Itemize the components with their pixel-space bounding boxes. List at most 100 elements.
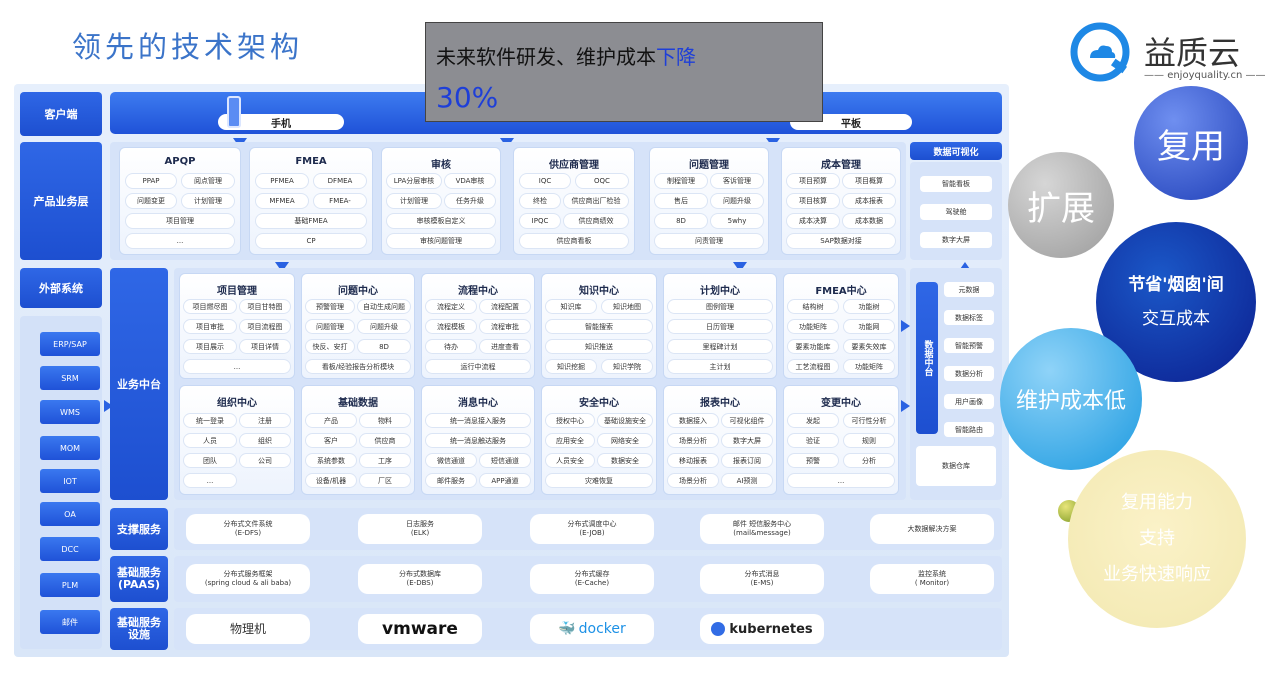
module-item: 审核问题管理 <box>387 234 495 248</box>
module-item: 统一登录 <box>184 414 236 427</box>
module-title: 问题中心 <box>338 286 378 297</box>
module-item: 知识学院 <box>602 360 652 373</box>
module-item: IPQC <box>520 214 560 228</box>
module-item: 8D <box>358 340 410 353</box>
arrow-right-icon <box>104 400 113 412</box>
paas-service: 分布式服务框架(spring cloud & ali baba) <box>186 564 310 594</box>
module-item: 邮件服务 <box>426 474 476 487</box>
module-item: 主计划 <box>668 360 772 373</box>
module-item: 人员 <box>184 434 236 447</box>
module-title: 审核 <box>431 160 451 171</box>
data-middle-title: 数据中台 <box>916 282 938 434</box>
visualization-item: 驾驶舱 <box>920 204 992 220</box>
module-item: 成本决算 <box>787 214 839 228</box>
layer-middle: 业务中台 <box>110 268 168 500</box>
infra-docker: 🐳docker <box>530 614 654 644</box>
module-item: 供应商出厂检验 <box>564 194 628 208</box>
module-item: 图例管理 <box>668 300 772 313</box>
callout-percentage: 30% <box>436 81 499 114</box>
module-item: 应用安全 <box>546 434 594 447</box>
module-item: 5why <box>711 214 763 228</box>
paas-service: 分布式数据库(E-DBS) <box>358 564 482 594</box>
module-item: 授权中心 <box>546 414 594 427</box>
module-item: 数字大屏 <box>722 434 772 447</box>
external-system: IOT <box>40 469 100 493</box>
module-item: 短信通道 <box>480 454 530 467</box>
product-module-supplier: 供应商管理 IQC OQC 终检 供应商出厂检验 IPQC 供应商绩效 供应商看… <box>514 148 634 254</box>
visualization-item: 智能看板 <box>920 176 992 192</box>
module-item: IQC <box>520 174 570 188</box>
data-middle-item: 智能路由 <box>944 422 994 437</box>
data-middle-item: 数据标签 <box>944 310 994 325</box>
external-system: OA <box>40 502 100 526</box>
brand-domain: —— enjoyquality.cn —— <box>1144 70 1266 81</box>
module-title: FMEA <box>295 156 327 167</box>
bubble-capability: 复用能力 支持 业务快速响应 <box>1068 450 1246 628</box>
module-title: 安全中心 <box>579 398 619 409</box>
module-item: 数据接入 <box>668 414 718 427</box>
module-title: 流程中心 <box>458 286 498 297</box>
arrow-down-icon <box>275 262 289 272</box>
module-item: 自动生成问题 <box>358 300 410 313</box>
module-item: 移动报表 <box>668 454 718 467</box>
module-title: 组织中心 <box>217 398 257 409</box>
module-item: 任务升级 <box>445 194 495 208</box>
module-item: 要素功能库 <box>788 340 838 353</box>
external-system: MOM <box>40 436 100 460</box>
module-item: 知识库 <box>546 300 596 313</box>
module-item: 制程管理 <box>655 174 707 188</box>
module-item: 项目预算 <box>787 174 839 188</box>
module-item: 场景分析 <box>668 474 718 487</box>
module-title: 问题管理 <box>689 160 729 171</box>
module-item: 厂区 <box>360 474 410 487</box>
cost-reduction-callout: 未来软件研发、维护成本下降 30% <box>425 22 823 122</box>
module-item: 里程碑计划 <box>668 340 772 353</box>
visualization-item: 数字大屏 <box>920 232 992 248</box>
module-item: 计划管理 <box>387 194 441 208</box>
module-item: 快反、安打 <box>306 340 354 353</box>
module-item: LPA分层审核 <box>387 174 441 188</box>
module-item: 8D <box>655 214 707 228</box>
module-title: 计划中心 <box>700 286 740 297</box>
module-item: 网络安全 <box>598 434 652 447</box>
external-system: PLM <box>40 573 100 597</box>
module-title: 成本管理 <box>821 160 861 171</box>
module-title: FMEA中心 <box>815 286 867 297</box>
module-item: 项目燃尽图 <box>184 300 236 313</box>
module-item: 问题升级 <box>711 194 763 208</box>
module-item: 知识挖掘 <box>546 360 596 373</box>
module-item: 微信通道 <box>426 454 476 467</box>
module-item: MFMEA <box>256 194 308 208</box>
layer-paas: 基础服务 (PAAS) <box>110 556 168 602</box>
module-item: 功能矩阵 <box>844 360 894 373</box>
module-item: 项目审批 <box>184 320 236 333</box>
module-item: 设备/机器 <box>306 474 356 487</box>
module-item: 组织 <box>240 434 290 447</box>
module-item: FMEA- <box>314 194 366 208</box>
middle-module: 组织中心 统一登录 注册 人员 组织 团队 公司 ... <box>180 386 294 494</box>
module-item: 流程模板 <box>426 320 476 333</box>
module-item: 工艺流程图 <box>788 360 838 373</box>
module-item: 售后 <box>655 194 707 208</box>
module-item: 知识推送 <box>546 340 652 353</box>
product-module-audit: 审核 LPA分层审核 VDA审核 计划管理 任务升级 审核模板自定义 审核问题管… <box>382 148 500 254</box>
module-item: 场景分析 <box>668 434 718 447</box>
module-item: ... <box>126 234 234 248</box>
module-item: OQC <box>576 174 628 188</box>
module-item: 项目甘特图 <box>240 300 290 313</box>
module-item: 流程审批 <box>480 320 530 333</box>
module-item: 人员安全 <box>546 454 594 467</box>
module-item: AI预测 <box>722 474 772 487</box>
module-item: 功能树 <box>844 300 894 313</box>
module-item: ... <box>184 360 290 373</box>
product-layer-panel <box>110 142 906 260</box>
module-item: 验证 <box>788 434 838 447</box>
module-item: 成本报表 <box>843 194 895 208</box>
page-title: 领先的技术架构 <box>72 30 304 64</box>
module-item: 待办 <box>426 340 476 353</box>
module-item: 运行中流程 <box>426 360 530 373</box>
module-item: 终检 <box>520 194 560 208</box>
module-item: 问题升级 <box>358 320 410 333</box>
docker-icon: 🐳 <box>558 620 576 637</box>
data-middle-item: 元数据 <box>944 282 994 297</box>
